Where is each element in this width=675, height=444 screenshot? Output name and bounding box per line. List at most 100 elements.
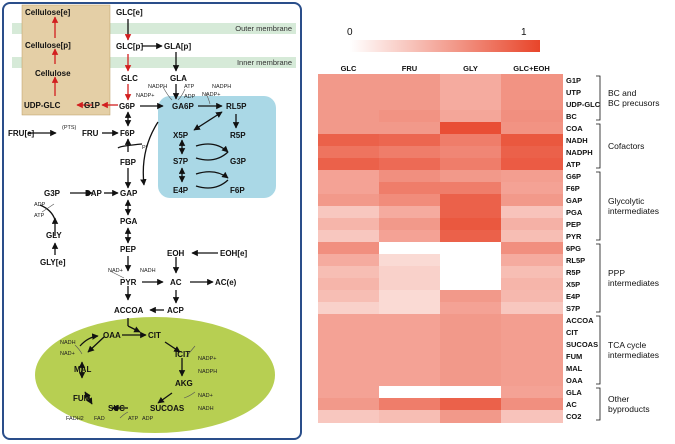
heatmap-cell: [501, 350, 563, 363]
heatmap-cell: [379, 398, 441, 411]
heatmap-cell: [501, 290, 563, 303]
heatmap-cell: [440, 158, 502, 171]
heatmap-cell: [440, 230, 502, 243]
heatmap-cell: [440, 134, 502, 147]
heatmap-cell: [440, 182, 502, 195]
heatmap-cell: [318, 170, 380, 183]
heatmap-cell: [379, 374, 441, 387]
heatmap-cell: [440, 242, 502, 255]
row-label: ACCOA: [566, 315, 594, 325]
row-label: ATP: [566, 159, 581, 169]
heatmap-cell: [318, 410, 380, 423]
heatmap-cell: [318, 146, 380, 159]
heatmap-cell: [440, 146, 502, 159]
heatmap-cell: [318, 386, 380, 399]
heatmap-cell: [318, 254, 380, 267]
heatmap-cell: [318, 302, 380, 315]
heatmap-cell: [501, 242, 563, 255]
heatmap-cell: [379, 206, 441, 219]
heatmap-cell: [318, 242, 380, 255]
heatmap-cell: [318, 230, 380, 243]
group-brackets: [596, 75, 601, 421]
heatmap-cell: [379, 182, 441, 195]
heatmap-cell: [501, 278, 563, 291]
heatmap-cell: [379, 98, 441, 111]
heatmap-cell: [440, 110, 502, 123]
heatmap-cell: [501, 206, 563, 219]
heatmap-cell: [379, 230, 441, 243]
heatmap-cell: [318, 122, 380, 135]
row-label: F6P: [566, 183, 580, 193]
row-label: NADH: [566, 135, 588, 145]
heatmap-cell: [440, 98, 502, 111]
heatmap-cell: [440, 278, 502, 291]
heatmap-cell: [440, 386, 502, 399]
heatmap-cell: [501, 386, 563, 399]
heatmap-cell: [440, 314, 502, 327]
row-label: AC: [566, 399, 577, 409]
group-bracket: [596, 123, 601, 169]
row-label: X5P: [566, 279, 581, 289]
heatmap-cell: [318, 86, 380, 99]
row-label: RL5P: [566, 255, 586, 265]
heatmap-cell: [379, 254, 441, 267]
heatmap-cell: [501, 254, 563, 267]
row-label: NADPH: [566, 147, 593, 157]
heatmap-cell: [501, 398, 563, 411]
heatmap-cell: [379, 338, 441, 351]
heatmap-cell: [440, 302, 502, 315]
heatmap-cell: [379, 194, 441, 207]
heatmap-cell: [440, 194, 502, 207]
heatmap-cell: [501, 146, 563, 159]
heatmap-cell: [440, 86, 502, 99]
heatmap-cell: [379, 146, 441, 159]
heatmap-cell: [440, 170, 502, 183]
heatmap-cell: [379, 218, 441, 231]
heatmap-cell: [379, 302, 441, 315]
heatmap-cell: [501, 410, 563, 423]
row-label: R5P: [566, 267, 581, 277]
heatmap-cell: [318, 74, 380, 87]
heatmap-cell: [318, 374, 380, 387]
column-label: GLY: [463, 64, 478, 73]
heatmap-cell: [318, 314, 380, 327]
heatmap-cell: [318, 110, 380, 123]
row-label: FUM: [566, 351, 583, 361]
heatmap-cell: [440, 206, 502, 219]
heatmap-cell: [379, 314, 441, 327]
heatmap-cell: [318, 218, 380, 231]
row-label: UDP-GLC: [566, 99, 601, 109]
heatmap-cell: [379, 86, 441, 99]
heatmap-cell: [318, 362, 380, 375]
heatmap-cell: [318, 338, 380, 351]
heatmap-cell: [501, 230, 563, 243]
row-label: 6PG: [566, 243, 582, 253]
row-label: PEP: [566, 219, 582, 229]
heatmap-cell: [318, 98, 380, 111]
heatmap-cell: [440, 326, 502, 339]
group-bracket: [596, 171, 601, 241]
heatmap-cell: [379, 278, 441, 291]
heatmap-cell: [318, 326, 380, 339]
heatmap-cell: [318, 194, 380, 207]
row-label: E4P: [566, 291, 581, 301]
heatmap-cell: [379, 362, 441, 375]
heatmap-cell: [379, 134, 441, 147]
heatmap-cell: [501, 374, 563, 387]
heatmap-cell: [318, 206, 380, 219]
group-bracket: [596, 387, 601, 421]
colorbar-max-label: 1: [521, 27, 527, 38]
heatmap-cell: [379, 326, 441, 339]
heatmap-cell: [318, 182, 380, 195]
group-bracket: [596, 315, 601, 385]
row-label: BC: [566, 111, 577, 121]
heatmap-cell: [318, 290, 380, 303]
heatmap-cell: [501, 170, 563, 183]
row-label: G6P: [566, 171, 582, 181]
row-label: CIT: [566, 327, 579, 337]
heatmap-cell: [379, 386, 441, 399]
column-label: GLC+EOH: [513, 64, 550, 73]
